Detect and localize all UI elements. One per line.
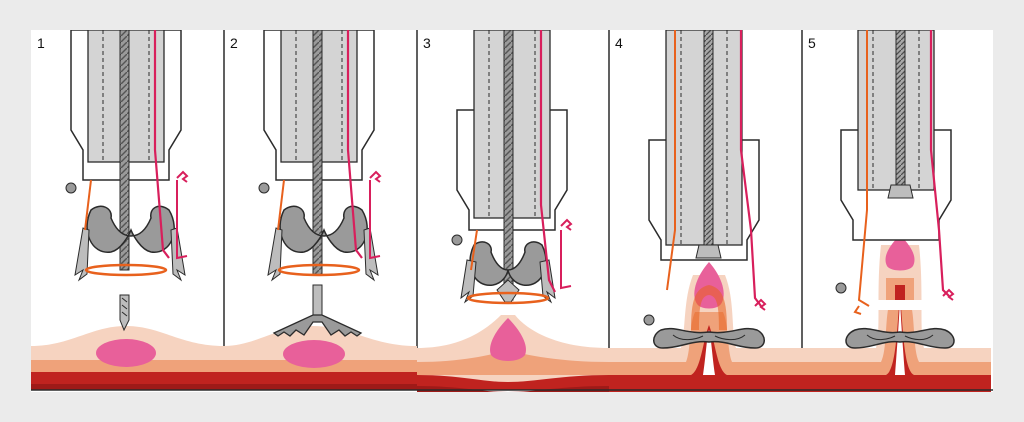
panel-number: 2 <box>230 35 238 51</box>
grasper <box>272 314 363 337</box>
procedure-diagram: 1 <box>31 30 993 392</box>
band <box>277 263 361 277</box>
lesion <box>885 235 915 271</box>
suture <box>153 30 170 259</box>
resection-gap <box>851 300 991 310</box>
shaft <box>703 30 714 246</box>
shaft <box>895 30 906 186</box>
suture-anchor <box>560 218 573 231</box>
procedure-figure: 1 <box>31 30 993 392</box>
tissue-layers <box>417 315 609 392</box>
panel-2: 2 <box>224 30 417 390</box>
suture <box>539 30 556 293</box>
tissue-layers <box>802 235 991 392</box>
suture-anchor <box>942 288 955 301</box>
suture <box>346 30 363 259</box>
lesion <box>490 318 526 361</box>
panel-number: 1 <box>37 35 45 51</box>
band <box>84 263 168 277</box>
panel-3: 3 <box>417 30 609 392</box>
shaft <box>119 30 130 332</box>
clip <box>653 327 765 349</box>
suture-anchor <box>176 170 189 183</box>
panel-number: 4 <box>615 35 623 51</box>
tissue-layers <box>224 326 417 390</box>
lesion <box>96 339 156 367</box>
clip <box>267 205 379 282</box>
suture-anchor <box>754 298 767 311</box>
shaft <box>503 30 514 301</box>
tissue-layers <box>31 326 224 390</box>
tissue-layers <box>609 262 802 392</box>
suture-anchor <box>369 170 382 183</box>
band <box>691 285 727 330</box>
panel-4: 4 <box>609 30 802 392</box>
shaft <box>312 30 323 316</box>
panel-number: 5 <box>808 35 816 51</box>
clip <box>845 327 955 349</box>
clip <box>74 205 186 282</box>
lesion <box>283 340 345 368</box>
panel-dividers <box>223 30 803 390</box>
suture <box>929 30 950 297</box>
panel-5: 5 <box>802 30 991 392</box>
band-thread <box>84 179 92 231</box>
clip <box>460 241 556 304</box>
panel-1: 1 <box>31 30 224 390</box>
suture <box>739 30 762 307</box>
band <box>466 291 550 305</box>
panel-number: 3 <box>423 35 431 51</box>
